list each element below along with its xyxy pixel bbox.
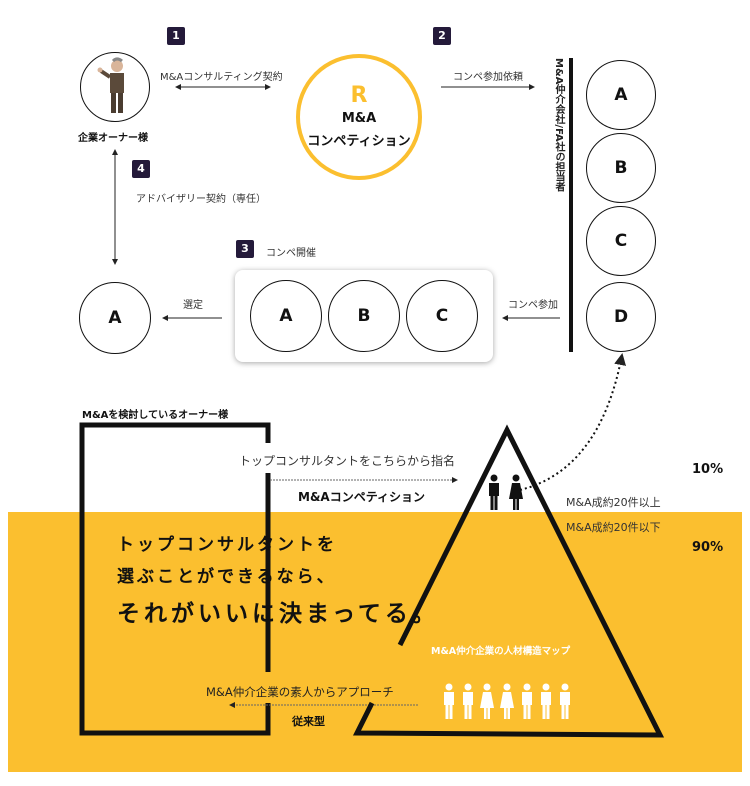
step-badge-2: 2 <box>433 27 451 45</box>
advisory-label: アドバイザリー契約（専任） <box>136 194 266 205</box>
consulting-label: M&Aコンサルティング契約 <box>160 72 283 83</box>
bottom-percent: 90% <box>692 540 724 555</box>
top-nominate-label: トップコンサルタントをこちらから指名 <box>239 454 456 468</box>
agent-c: C <box>586 206 656 276</box>
step-badge-4: 4 <box>132 160 150 178</box>
man-icon <box>541 683 551 719</box>
woman-icon <box>500 683 514 719</box>
owner-label: 企業オーナー様 <box>78 133 148 144</box>
agent-a: A <box>586 60 656 130</box>
headline-line2: 選ぶことができるなら、 <box>117 567 337 587</box>
logo-icon: R <box>350 83 368 108</box>
pyramid <box>352 424 665 738</box>
center-line1: M&A <box>341 111 377 126</box>
man-icon <box>463 683 473 719</box>
man-icon <box>560 683 570 719</box>
top-percent: 10% <box>692 462 724 477</box>
owner-bracket <box>79 422 271 736</box>
bottom-description: M&A成約20件以下 <box>566 521 661 534</box>
map-label: M&A仲介企業の人材構造マップ <box>431 646 571 657</box>
dotted-link <box>519 353 627 491</box>
amateur-approach-label: M&A仲介企業の素人からアプローチ <box>206 685 394 699</box>
competition-held-label: コンペ開催 <box>266 248 316 259</box>
conventional-label: 従来型 <box>292 715 325 728</box>
step-badge-1: 1 <box>167 27 185 45</box>
candidate-b: B <box>328 280 400 352</box>
selected-agent: A <box>79 282 151 354</box>
top-description: M&A成約20件以上 <box>566 496 661 509</box>
competition-center: R M&A コンペティション <box>296 54 422 180</box>
top-man-icon <box>489 474 499 510</box>
businessman-icon <box>97 57 124 113</box>
headline-line3: それがいいに決まってる。 <box>117 601 439 627</box>
participation-label: コンペ参加 <box>508 300 558 311</box>
headline-line1: トップコンサルタントを <box>117 535 337 555</box>
agents-label: M&A仲介会社/FA社の担当者 <box>553 58 564 192</box>
top-woman-icon <box>509 474 523 510</box>
man-icon <box>444 683 454 719</box>
agent-b: B <box>586 133 656 203</box>
woman-icon <box>480 683 494 719</box>
center-line2: コンペティション <box>307 134 411 149</box>
request-label: コンペ参加依頼 <box>453 72 523 83</box>
yellow-band <box>8 512 742 772</box>
man-icon <box>522 683 532 719</box>
owner-consider-label: M&Aを検討しているオーナー様 <box>82 410 229 421</box>
owner-avatar <box>80 52 150 122</box>
step-badge-3: 3 <box>236 240 254 258</box>
candidate-c: C <box>406 280 478 352</box>
selection-label: 選定 <box>183 300 203 311</box>
agent-d: D <box>586 282 656 352</box>
competition-label: M&Aコンペティション <box>298 490 425 504</box>
candidate-a: A <box>250 280 322 352</box>
